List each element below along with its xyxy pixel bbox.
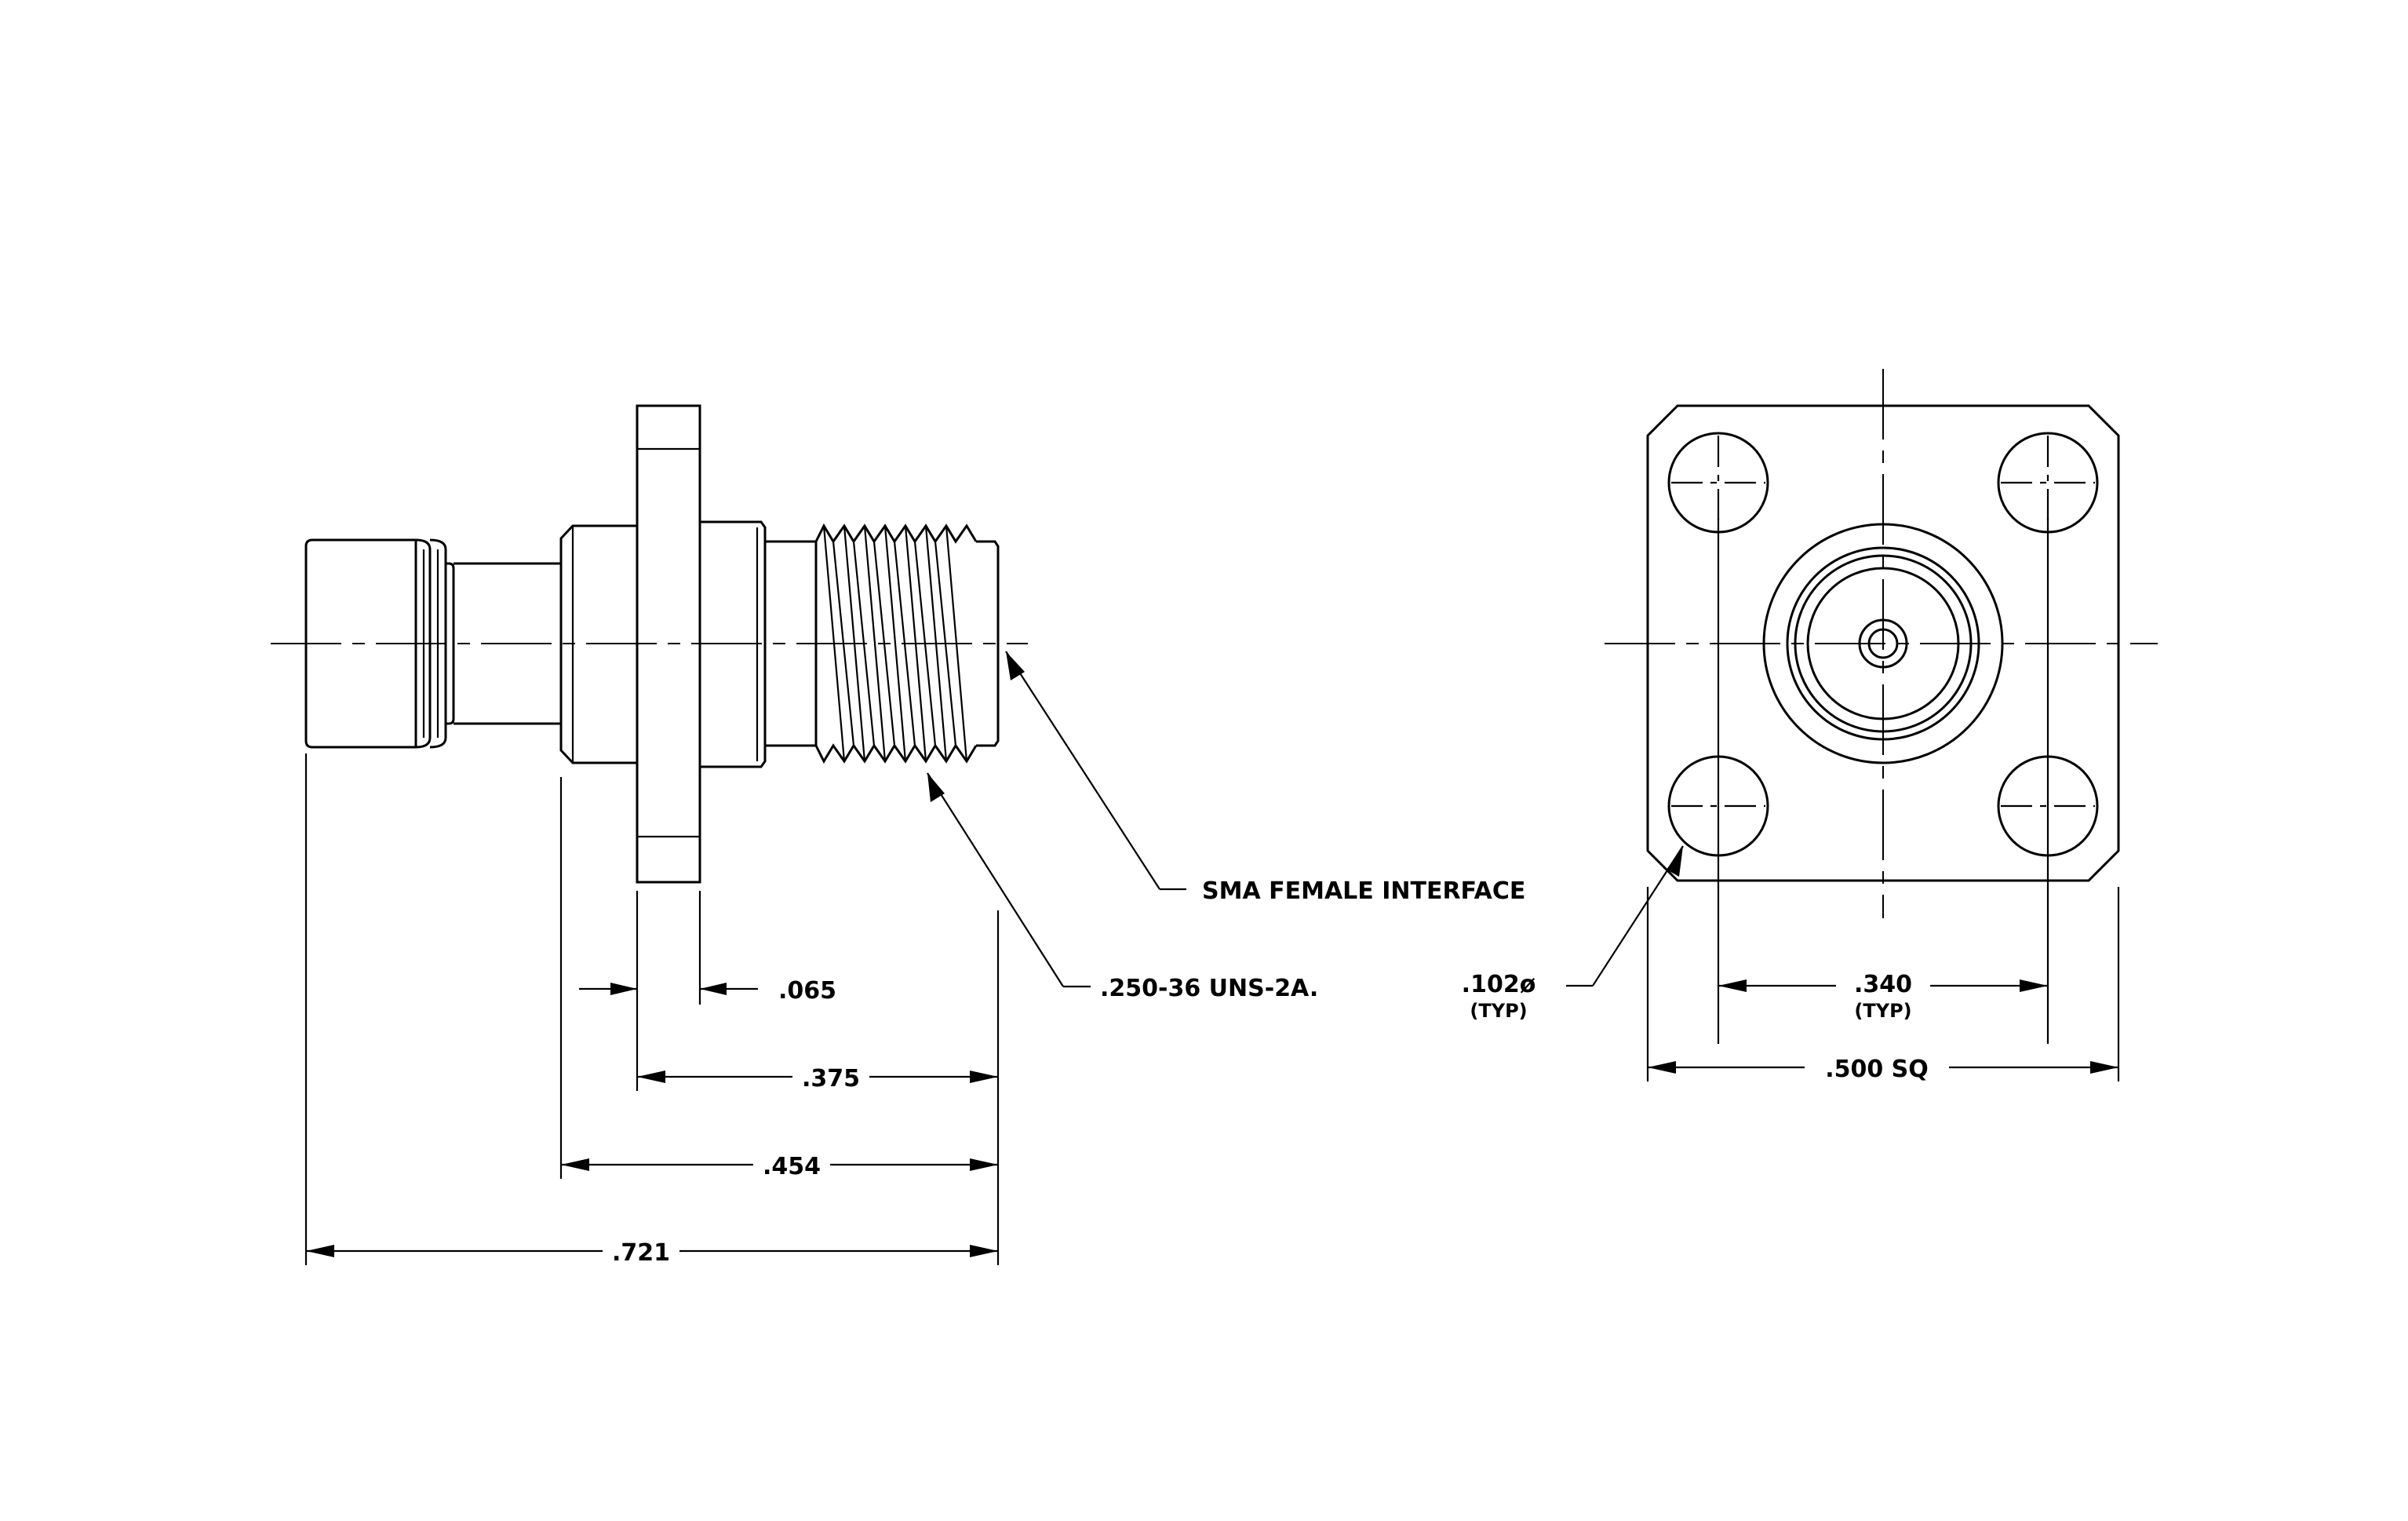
hole-callout-label: .102ø — [1462, 971, 1536, 998]
side-view: .065 .375 .454 .721 — [271, 404, 1525, 1267]
thread-top — [814, 523, 978, 544]
dim-721: .721 — [306, 1239, 998, 1267]
dim-500-label: .500 SQ — [1825, 1056, 1929, 1083]
front-view: .340 (TYP) .500 SQ .102ø (TYP) — [1462, 369, 2158, 1083]
hole-callout-note: (TYP) — [1470, 1000, 1527, 1022]
dim-340-label: .340 — [1854, 971, 1912, 998]
center-pin-ring — [1858, 618, 1908, 669]
thread-callout: .250-36 UNS-2A. — [927, 772, 1318, 1002]
interface-rings — [1762, 523, 2004, 764]
hole-bottom-right — [1997, 755, 2099, 857]
dim-065-label: .065 — [778, 977, 836, 1005]
dim-340-note: (TYP) — [1854, 1000, 1911, 1022]
flange-square — [1646, 404, 2120, 882]
rear-body — [304, 538, 417, 749]
dim-500: .500 SQ — [1648, 1056, 2118, 1083]
outer-ring — [1762, 523, 2004, 764]
dim-375-label: .375 — [802, 1065, 860, 1092]
rear-groove-1 — [415, 538, 432, 749]
hole-top-left — [1667, 432, 1769, 534]
thread-callout-label: .250-36 UNS-2A. — [1100, 975, 1318, 1002]
front-collar — [700, 520, 767, 768]
dim-454: .454 — [561, 1153, 998, 1180]
center-pin — [1867, 628, 1899, 659]
dim-375: .375 — [637, 1065, 998, 1092]
mounting-holes — [1667, 432, 2099, 857]
dim-721-label: .721 — [612, 1239, 670, 1267]
hole-bottom-left — [1667, 755, 1769, 857]
rear-groove-2 — [429, 538, 447, 749]
interface-callout-label: SMA FEMALE INTERFACE — [1202, 877, 1525, 905]
dim-454-label: .454 — [763, 1153, 821, 1180]
dim-340: .340 (TYP) — [1718, 971, 2048, 1022]
thread-bottom — [814, 743, 978, 764]
dim-065: .065 — [579, 977, 836, 1005]
thread-helix — [822, 525, 968, 762]
thread-face — [976, 540, 1000, 747]
interface-callout: SMA FEMALE INTERFACE — [1005, 651, 1525, 905]
hole-top-right — [1997, 432, 2099, 534]
hole-callout: .102ø (TYP) — [1462, 845, 1684, 1022]
flange — [636, 404, 701, 884]
